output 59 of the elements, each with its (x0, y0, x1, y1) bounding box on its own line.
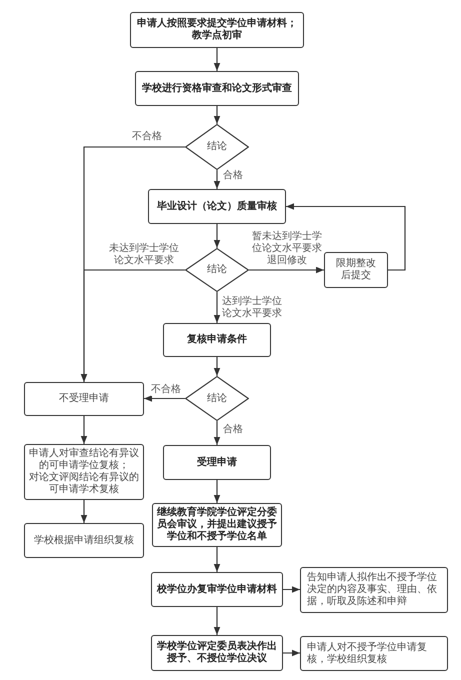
decision-diamond (185, 124, 249, 170)
step-text: 毕业设计（论文）质量审核 (157, 200, 277, 212)
arrow (214, 224, 220, 248)
process-box (151, 635, 283, 671)
process-box (163, 323, 271, 357)
arrow (214, 607, 220, 635)
decision-text: 结论 (207, 264, 227, 276)
arrow (214, 547, 220, 572)
decision-diamond (185, 248, 249, 292)
process-box (151, 572, 283, 607)
arrow (214, 292, 220, 323)
arrow (80, 269, 185, 382)
arrow (144, 395, 185, 402)
edge-label: 暂未达到学士学位论文水平要求退回修改 (250, 231, 324, 267)
step-text: 告知申请人拟作出不授予学位决定的内容及事实、理由、依据，听取及陈述和申辩 (307, 572, 438, 608)
arrow (286, 203, 406, 271)
process-box (24, 523, 144, 558)
arrow (214, 357, 220, 376)
step-text: 不受理申请 (59, 393, 109, 405)
edge-label: 不合格 (132, 131, 162, 143)
arrow (214, 106, 220, 124)
step-text: 复核申请条件 (187, 334, 247, 346)
edge-label: 合格 (223, 170, 243, 182)
decision-text: 结论 (207, 141, 227, 153)
process-box (148, 189, 286, 224)
step-text: 对论文评阅结论有异议的可申请学术复核 (29, 472, 139, 496)
step-text: 申请人对不授予学位申请复核，学校组织复核 (307, 642, 428, 666)
edge-label: 不合格 (151, 384, 181, 396)
step-text: 申请人按照要求提交学位申请材料； (137, 18, 297, 29)
process-box (324, 252, 388, 288)
step-text: 申请人对审查结论有异议的可申请学位复核； (29, 448, 139, 472)
process-box (300, 567, 448, 613)
arrow (214, 48, 220, 71)
process-box (163, 445, 271, 480)
decision-text: 结论 (207, 392, 227, 404)
step-text: 学校根据申请组织复核 (34, 534, 134, 546)
arrow (80, 500, 88, 523)
step-text: 校学位办复审学位申请材料 (157, 584, 277, 596)
step-text: 受理申请 (197, 456, 237, 468)
arrow (283, 586, 300, 593)
arrow (214, 170, 220, 189)
step-text: 继续教育学院学位评定分委员会审议，并提出建议授予学位和不授予学位名单 (157, 507, 277, 543)
step-text: 学校进行资格审查和论文形式审查 (142, 82, 292, 94)
step-text: 限期整改后提交 (336, 258, 376, 282)
process-box (24, 382, 144, 416)
process-box (135, 71, 299, 106)
arrow (214, 480, 220, 503)
edge-label: 未达到学士学位论文水平要求 (106, 243, 182, 267)
decision-diamond (185, 376, 249, 421)
process-box (300, 636, 448, 671)
process-box (24, 444, 144, 500)
step-text: 学校学位评定委员表决作出授予、不授位学位决议 (156, 641, 278, 665)
arrow (249, 266, 324, 274)
arrow (80, 416, 88, 444)
arrow (283, 650, 300, 656)
edge-label: 合格 (223, 424, 243, 436)
process-box (130, 12, 304, 48)
step-text: 教学点初审 (192, 30, 242, 42)
arrow (214, 421, 220, 445)
